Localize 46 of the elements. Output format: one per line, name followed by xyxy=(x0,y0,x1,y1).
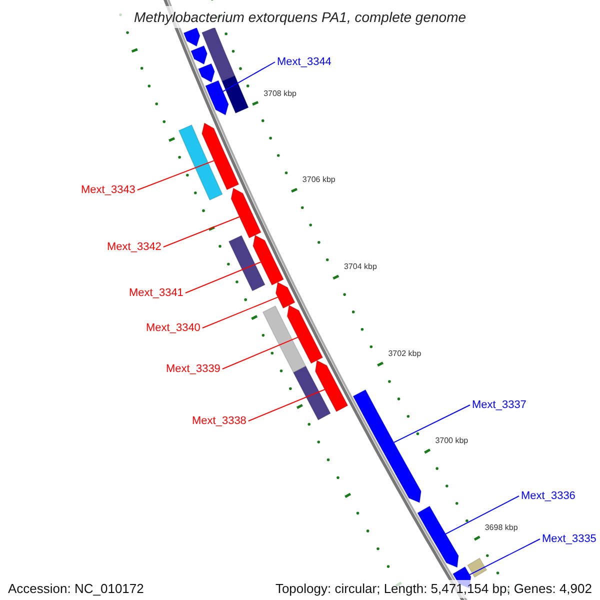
gene-label: Mext_3335 xyxy=(542,532,596,546)
gene-feature xyxy=(466,558,488,578)
gene-label: Mext_3343 xyxy=(81,183,136,197)
gene-feature xyxy=(201,26,236,82)
gene-feature xyxy=(178,124,223,201)
gene-feature xyxy=(201,122,240,190)
leader-line xyxy=(222,336,298,370)
gene-label: Mext_3336 xyxy=(521,489,576,503)
gene-label: Mext_3342 xyxy=(107,240,162,254)
gene-feature xyxy=(221,75,249,114)
scale-label: 3708 kbp xyxy=(264,88,296,99)
gene-feature xyxy=(228,234,266,292)
leader-line xyxy=(469,538,540,576)
gene-feature xyxy=(416,506,459,568)
gene-feature xyxy=(292,366,332,421)
gene-label: Mext_3341 xyxy=(129,286,184,300)
gene-label: Mext_3337 xyxy=(472,398,526,412)
gene-feature xyxy=(314,360,348,412)
leader-line xyxy=(222,62,276,92)
leader-line xyxy=(445,496,520,534)
scale-label: 3706 kbp xyxy=(302,175,336,186)
leader-line xyxy=(202,296,278,328)
gene-feature xyxy=(230,187,262,239)
gene-feature xyxy=(183,27,200,47)
scale-label: 3704 kbp xyxy=(344,262,377,272)
gene-label: Mext_3339 xyxy=(166,362,220,376)
leader-line xyxy=(248,389,326,422)
gene-feature xyxy=(275,282,296,309)
leader-line xyxy=(136,160,214,190)
leader-line xyxy=(162,216,240,248)
leader-line xyxy=(184,262,262,294)
gene-label: Mext_3344 xyxy=(277,55,332,69)
gene-feature xyxy=(262,305,306,374)
gene-label: Mext_3338 xyxy=(192,414,246,428)
gene-feature xyxy=(204,80,229,116)
scale-label: 3700 kbp xyxy=(435,436,468,446)
gene-feature xyxy=(252,234,284,286)
gene-feature xyxy=(352,389,422,504)
scale-label: 3702 kbp xyxy=(388,348,422,359)
genome-info-text: Topology: circular; Length: 5,471,154 bp; Genes: 4,902 xyxy=(275,580,592,598)
gene-feature xyxy=(286,304,324,364)
scale-label: 3698 kbp xyxy=(484,522,518,533)
gene-feature xyxy=(198,63,216,83)
gene-label: Mext_3340 xyxy=(146,321,200,335)
leader-line xyxy=(393,404,470,443)
gene-feature xyxy=(190,45,208,65)
